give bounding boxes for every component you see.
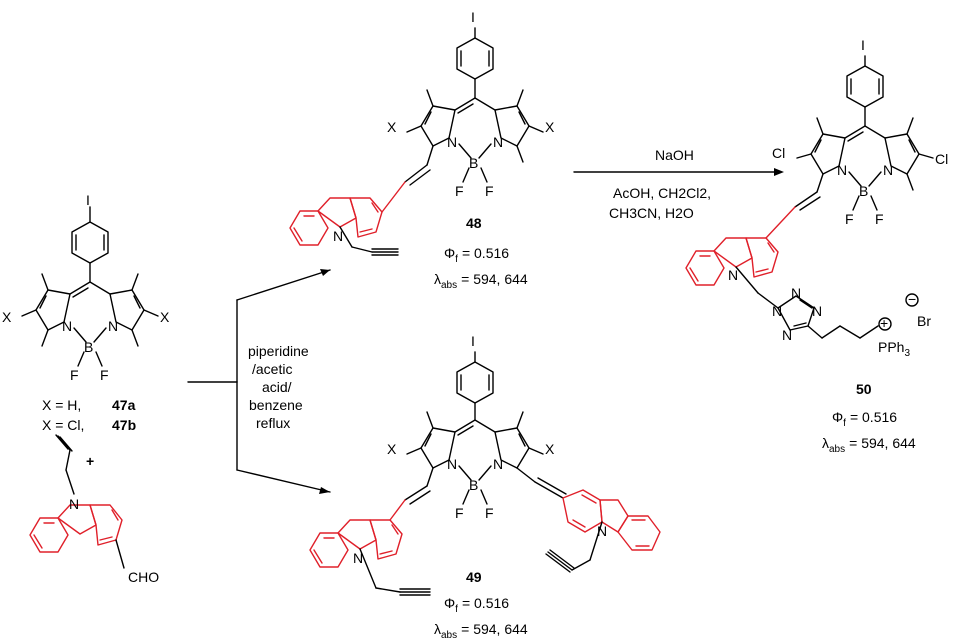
lambda-subscript: abs xyxy=(829,444,845,455)
compound-48-id: 48 xyxy=(466,215,482,231)
phi-value: = 0.516 xyxy=(462,595,509,611)
boron-label: B xyxy=(859,183,868,199)
step2-arrow xyxy=(573,168,784,176)
iodine-label: I xyxy=(86,192,90,208)
halogen-x-right: X xyxy=(160,309,170,325)
nitrogen-left: N xyxy=(62,318,72,334)
compound-50-id: 50 xyxy=(856,381,872,397)
fluorine-left: F xyxy=(455,505,464,521)
compound-48-lambda: λabs = 594, 644 xyxy=(434,271,528,291)
compound-49-lambda: λabs = 594, 644 xyxy=(434,621,528,641)
triazole-n3: N xyxy=(812,303,822,319)
lambda-symbol: λ xyxy=(434,621,441,637)
lambda-subscript: abs xyxy=(441,630,457,641)
step1-arrows xyxy=(187,269,331,494)
nitrogen-right: N xyxy=(493,456,503,472)
phi-symbol: Φ xyxy=(444,595,455,611)
chlorine-right: Cl xyxy=(935,151,948,167)
halogen-x-left: X xyxy=(2,309,12,325)
anion-charge: − xyxy=(908,291,916,307)
phi-subscript: f xyxy=(455,604,458,615)
phi-value: = 0.516 xyxy=(850,409,897,425)
lambda-subscript: abs xyxy=(441,280,457,291)
carbazole-nitrogen: N xyxy=(333,228,343,244)
compound-50-lambda: λabs = 594, 644 xyxy=(822,435,916,455)
fluorine-right: F xyxy=(875,211,884,227)
carbazole-nitrogen: N xyxy=(728,267,738,283)
boron-label: B xyxy=(84,339,93,355)
nitrogen-left: N xyxy=(447,134,457,150)
phosphonium-sub: 3 xyxy=(904,348,910,359)
halogen-x-left: X xyxy=(387,119,397,135)
phi-subscript: f xyxy=(455,254,458,265)
triazole-n1: N xyxy=(772,303,782,319)
carbazole-nitrogen-right: N xyxy=(597,523,607,539)
compound-47a-id: 47a xyxy=(112,397,136,413)
fluorine-right: F xyxy=(485,505,494,521)
iodine-label: I xyxy=(471,333,475,349)
anion-charge-circle xyxy=(905,293,919,307)
chlorine-left: Cl xyxy=(772,145,785,161)
compound-50-structure: I xyxy=(685,37,948,359)
boron-label: B xyxy=(469,155,478,171)
carbazole-nitrogen: N xyxy=(69,496,79,512)
carbazole-aldehyde-structure: N CHO xyxy=(29,434,159,585)
compound-49-phi: Φf = 0.516 xyxy=(444,595,509,615)
compound-47-structure: I X X N N B F F xyxy=(2,192,170,383)
phi-subscript: f xyxy=(843,418,846,429)
phi-symbol: Φ xyxy=(444,245,455,261)
condition-line-3: CH3CN, H2O xyxy=(609,205,694,221)
carbazole-nitrogen-left: N xyxy=(353,550,363,566)
halogen-x-left: X xyxy=(387,441,397,457)
lambda-value: = 594, 644 xyxy=(849,435,916,451)
lambda-symbol: λ xyxy=(822,435,829,451)
cation-charge: + xyxy=(880,315,888,331)
triazole-n2: N xyxy=(791,285,801,301)
compound-47a-xtext: X = H, xyxy=(42,397,81,413)
cation-charge-circle xyxy=(878,317,892,331)
fluorine-left: F xyxy=(70,367,79,383)
boron-label: B xyxy=(469,477,478,493)
condition-line-1: piperidine xyxy=(248,343,309,359)
compound-50-phi: Φf = 0.516 xyxy=(832,409,897,429)
compound-48-phi: Φf = 0.516 xyxy=(444,245,509,265)
triazole-n4: N xyxy=(782,327,792,343)
phi-value: = 0.516 xyxy=(462,245,509,261)
lambda-symbol: λ xyxy=(434,271,441,287)
iodine-label: I xyxy=(471,9,475,25)
nitrogen-right: N xyxy=(883,162,893,178)
phosphonium-text: PPh xyxy=(878,339,904,355)
nitrogen-left: N xyxy=(837,162,847,178)
fluorine-left: F xyxy=(455,183,464,199)
lambda-value: = 594, 644 xyxy=(461,271,528,287)
condition-naoh: NaOH xyxy=(655,147,694,163)
lambda-value: = 594, 644 xyxy=(461,621,528,637)
compound-49-structure: I xyxy=(309,333,661,596)
condition-line-4: benzene xyxy=(249,397,303,413)
bromide-label: Br xyxy=(917,313,931,329)
plus-sign: + xyxy=(86,453,94,469)
condition-line-2: /acetic xyxy=(252,361,292,377)
condition-line-5: reflux xyxy=(256,415,290,431)
fluorine-right: F xyxy=(100,367,109,383)
halogen-x-right: X xyxy=(545,441,555,457)
halogen-x-right: X xyxy=(545,119,555,135)
compound-47b-id: 47b xyxy=(112,417,136,433)
compound-47b-xtext: X = Cl, xyxy=(42,417,84,433)
nitrogen-right: N xyxy=(108,318,118,334)
phi-symbol: Φ xyxy=(832,409,843,425)
compound-49-id: 49 xyxy=(466,569,482,585)
fluorine-left: F xyxy=(845,211,854,227)
nitrogen-right: N xyxy=(493,134,503,150)
aldehyde-label: CHO xyxy=(128,569,159,585)
phosphonium-label: PPh3 xyxy=(878,339,910,359)
condition-line-2: AcOH, CH2Cl2, xyxy=(613,185,711,201)
compound-48-structure: I xyxy=(289,9,555,256)
iodine-label: I xyxy=(861,37,865,53)
condition-line-3: acid/ xyxy=(262,379,292,395)
nitrogen-left: N xyxy=(447,456,457,472)
fluorine-right: F xyxy=(485,183,494,199)
